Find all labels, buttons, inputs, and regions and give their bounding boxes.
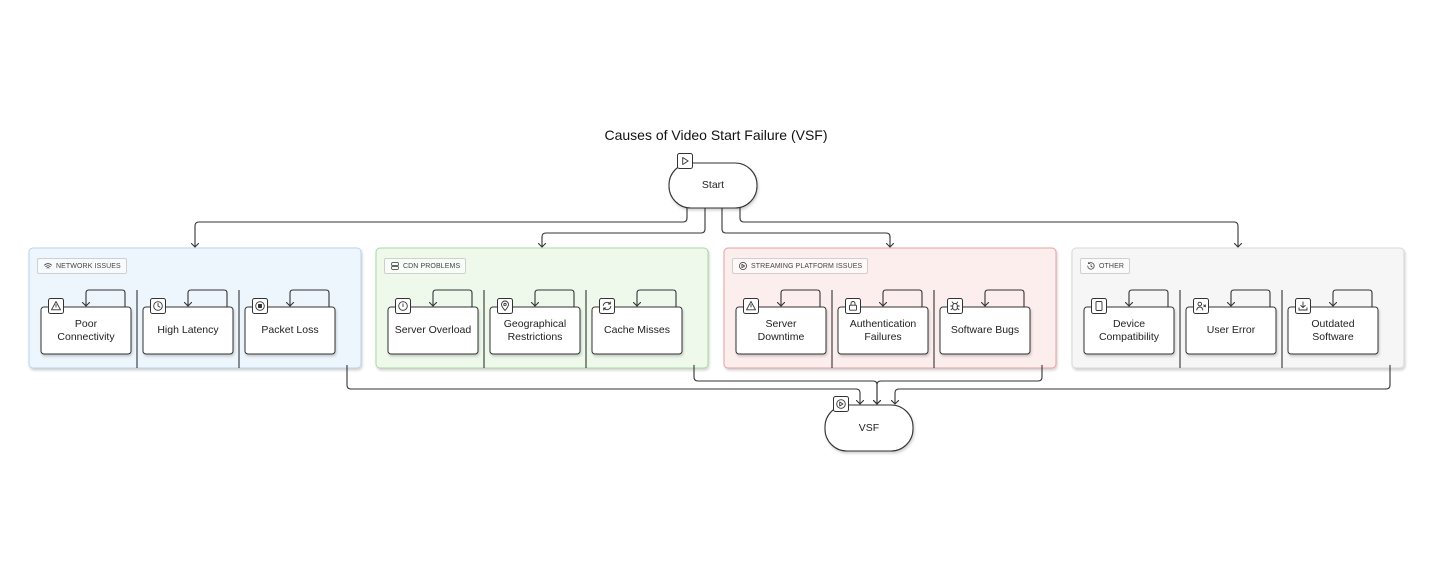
cause-node[interactable] bbox=[244, 306, 336, 355]
edge-start-to-group bbox=[195, 208, 688, 247]
self-loop-edge bbox=[781, 289, 821, 307]
cause-node[interactable] bbox=[1287, 306, 1379, 355]
edge-start-to-group bbox=[542, 208, 706, 247]
self-loop-edge bbox=[985, 289, 1025, 307]
edge-group-to-vsf bbox=[877, 365, 1043, 404]
cause-node[interactable] bbox=[142, 306, 234, 355]
self-loop-edge bbox=[188, 289, 228, 307]
history-icon bbox=[1087, 262, 1095, 270]
play-circle-icon bbox=[739, 262, 747, 270]
self-loop-edge bbox=[1129, 289, 1169, 307]
lock-icon bbox=[845, 298, 861, 314]
warning-icon bbox=[48, 298, 64, 314]
end-node-label: VSF bbox=[858, 421, 880, 434]
self-loop-edge bbox=[637, 289, 677, 307]
cause-node-label: Packet Loss bbox=[261, 324, 319, 336]
download-icon bbox=[1295, 298, 1311, 314]
cause-node[interactable] bbox=[591, 306, 683, 355]
cause-node[interactable] bbox=[1083, 306, 1175, 355]
self-loop-edge bbox=[290, 289, 330, 307]
user-x-icon bbox=[1193, 298, 1209, 314]
cause-node[interactable] bbox=[735, 306, 827, 355]
refresh-icon bbox=[599, 298, 615, 314]
start-node-label: Start bbox=[701, 179, 725, 191]
cause-node-label: User Error bbox=[1206, 324, 1256, 336]
self-loop-edge bbox=[433, 289, 473, 307]
bug-icon bbox=[947, 298, 963, 314]
start-node[interactable] bbox=[668, 162, 758, 209]
warning-icon bbox=[743, 298, 759, 314]
diagram-title: Causes of Video Start Failure (VSF) bbox=[604, 127, 828, 143]
alert-circle-icon bbox=[395, 298, 411, 314]
self-loop-edge bbox=[535, 289, 575, 307]
group-label-other: OTHER bbox=[1080, 258, 1130, 274]
group-label-cdn: CDN PROBLEMS bbox=[384, 258, 467, 274]
edge-start-to-group bbox=[721, 208, 890, 247]
group-label-text: OTHER bbox=[1099, 262, 1124, 270]
group-label-text: STREAMING PLATFORM ISSUES bbox=[751, 262, 863, 270]
cause-node-label: Cache Misses bbox=[604, 324, 670, 336]
cause-node-label: Server Overload bbox=[394, 324, 472, 336]
edge-group-to-vsf bbox=[346, 365, 860, 404]
server-icon bbox=[391, 262, 399, 270]
group-label-text: CDN PROBLEMS bbox=[403, 262, 461, 270]
cause-node[interactable] bbox=[40, 306, 132, 355]
self-loop-edge bbox=[86, 289, 126, 307]
edge-group-to-vsf bbox=[693, 365, 877, 404]
self-loop-edge bbox=[1333, 289, 1373, 307]
edge-start-to-group bbox=[739, 208, 1238, 247]
group-label-streaming: STREAMING PLATFORM ISSUES bbox=[732, 258, 869, 274]
tablet-icon bbox=[1091, 298, 1107, 314]
edge-group-to-vsf bbox=[895, 365, 1391, 404]
cause-node[interactable] bbox=[939, 306, 1031, 355]
play-circle-icon bbox=[833, 396, 849, 412]
map-pin-icon bbox=[497, 298, 513, 314]
cause-node[interactable] bbox=[1185, 306, 1277, 355]
group-label-network: NETWORK ISSUES bbox=[37, 258, 127, 274]
clock-icon bbox=[150, 298, 166, 314]
group-label-text: NETWORK ISSUES bbox=[56, 262, 121, 270]
wifi-icon bbox=[44, 263, 52, 269]
cause-node[interactable] bbox=[387, 306, 479, 355]
self-loop-edge bbox=[883, 289, 923, 307]
cause-node[interactable] bbox=[489, 306, 581, 355]
end-node[interactable] bbox=[824, 404, 914, 452]
cause-node-label: High Latency bbox=[157, 324, 219, 336]
cause-node[interactable] bbox=[837, 306, 929, 355]
self-loop-edge bbox=[1231, 289, 1271, 307]
stop-circle-icon bbox=[252, 298, 268, 314]
play-icon bbox=[677, 153, 693, 169]
cause-node-label: Software Bugs bbox=[950, 324, 1020, 336]
